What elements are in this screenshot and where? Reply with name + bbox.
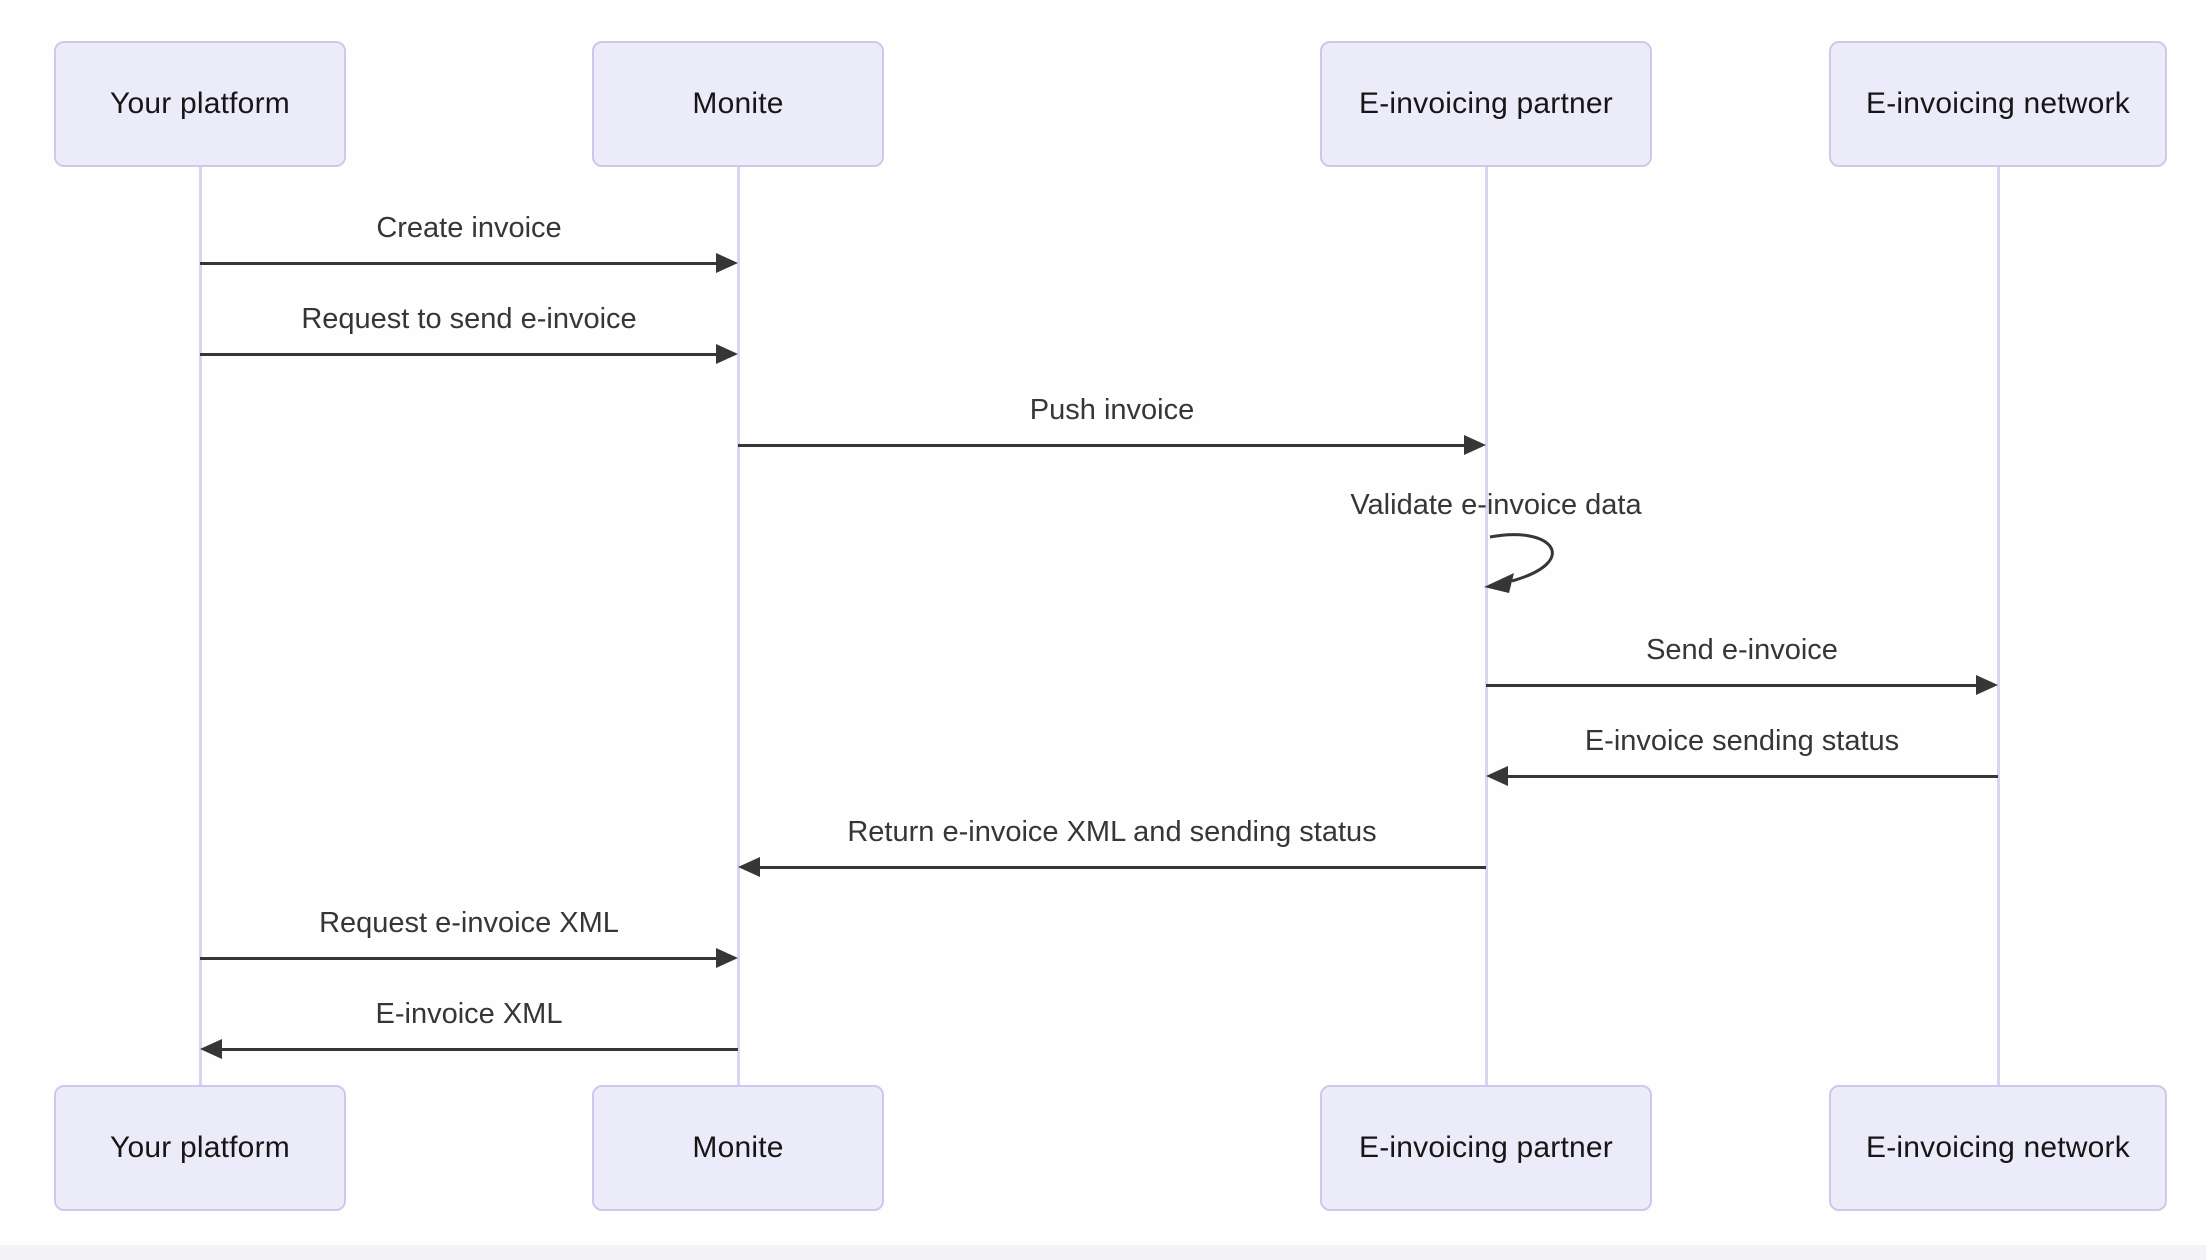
arrowhead-right-icon [716, 253, 738, 273]
message-arrow-line [200, 352, 722, 356]
arrowhead-right-icon [1976, 675, 1998, 695]
message-arrow-line [200, 956, 722, 960]
message-arrow-line [754, 865, 1486, 869]
message-label: E-invoice sending status [1584, 725, 1900, 757]
message-label: Validate e-invoice data [1350, 489, 1642, 521]
message-arrow-line [738, 443, 1470, 447]
arrowhead-left-icon [1486, 766, 1508, 786]
arrowhead-left-icon [200, 1039, 222, 1059]
lifeline-monite [736, 167, 740, 1085]
footer-strip [0, 1245, 2206, 1260]
self-loop-arrow-icon [1484, 533, 1554, 593]
actor-box-network-top: E-invoicing network [1829, 41, 2167, 167]
lifeline-partner [1484, 167, 1488, 1085]
actor-box-platform-top: Your platform [54, 41, 346, 167]
lifeline-platform [198, 167, 202, 1085]
arrowhead-right-icon [1464, 435, 1486, 455]
message-label: Create invoice [376, 212, 562, 244]
actor-box-monite-top: Monite [592, 41, 884, 167]
message-arrow-line [1502, 774, 1998, 778]
message-label: Push invoice [1029, 394, 1195, 426]
lifeline-network [1996, 167, 2000, 1085]
arrowhead-right-icon [716, 344, 738, 364]
message-label: Send e-invoice [1646, 634, 1838, 666]
message-arrow-line [1486, 683, 1982, 687]
message-label: E-invoice XML [375, 998, 563, 1030]
message-arrow-line [216, 1047, 738, 1051]
actor-box-monite-bottom: Monite [592, 1085, 884, 1211]
actor-box-platform-bottom: Your platform [54, 1085, 346, 1211]
message-arrow-line [200, 261, 722, 265]
message-label: Request to send e-invoice [301, 303, 637, 335]
message-label: Request e-invoice XML [319, 907, 619, 939]
arrowhead-left-icon [738, 857, 760, 877]
arrowhead-right-icon [716, 948, 738, 968]
message-label: Return e-invoice XML and sending status [847, 816, 1377, 848]
actor-box-partner-top: E-invoicing partner [1320, 41, 1652, 167]
actor-box-partner-bottom: E-invoicing partner [1320, 1085, 1652, 1211]
actor-box-network-bottom: E-invoicing network [1829, 1085, 2167, 1211]
